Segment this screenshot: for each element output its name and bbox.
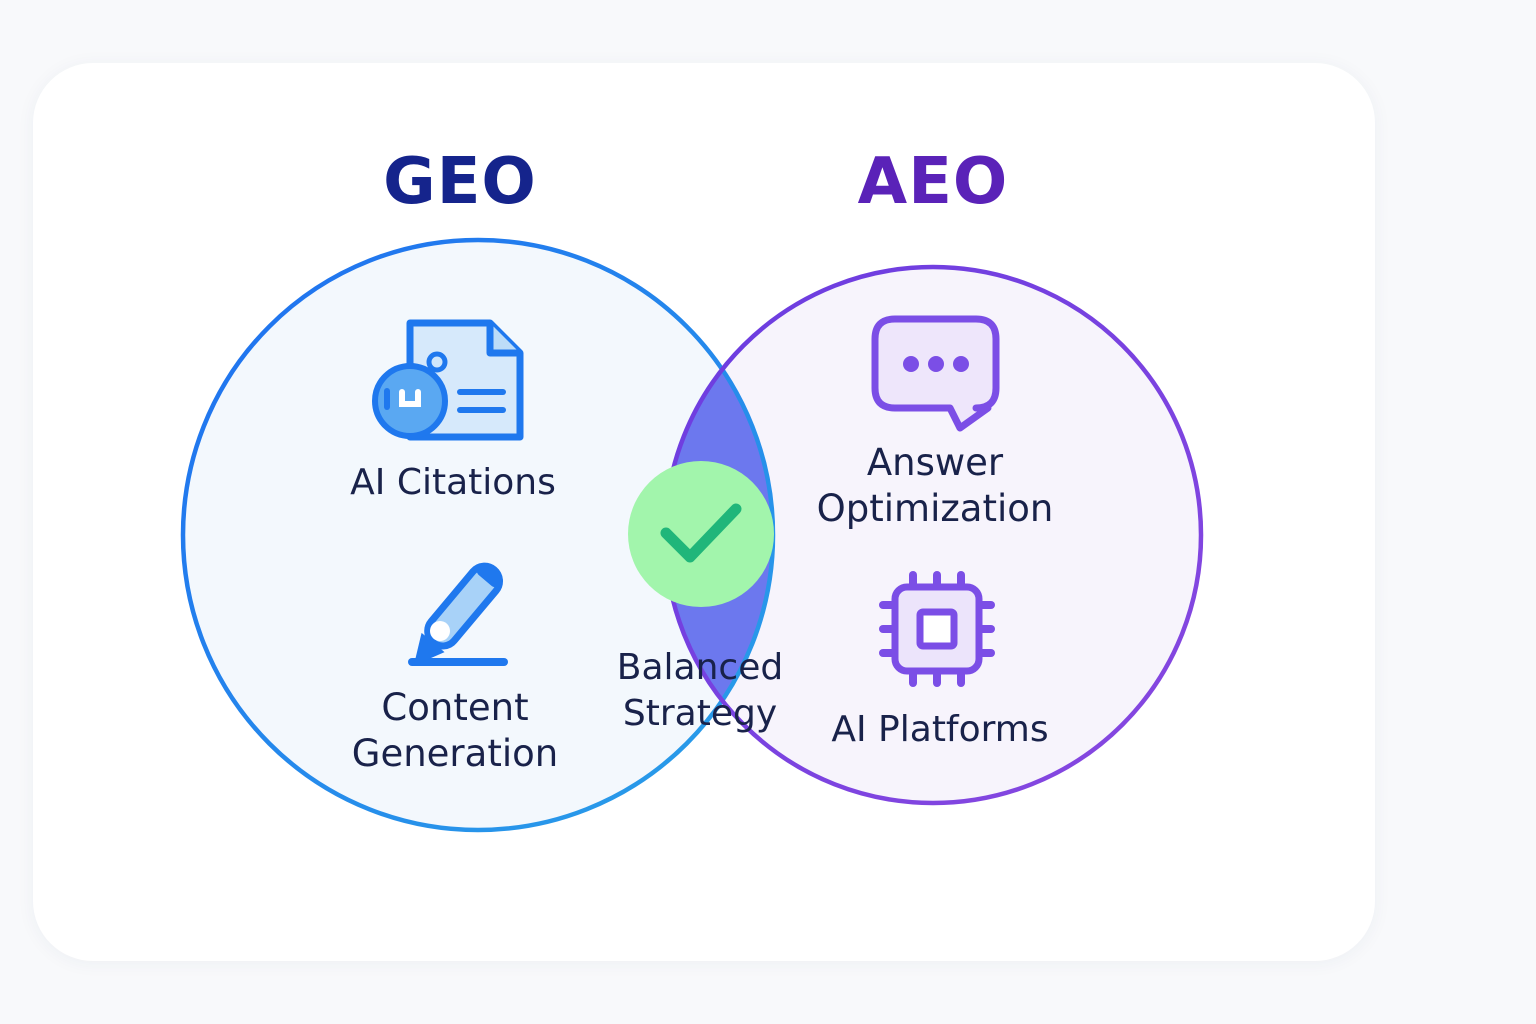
content-generation-label: Content Generation bbox=[351, 686, 559, 775]
chat-bubble-icon bbox=[871, 315, 1000, 432]
aeo-circle-fill bbox=[665, 267, 1201, 803]
chip-icon bbox=[879, 571, 995, 687]
document-robot-icon bbox=[372, 319, 524, 441]
balanced-strategy-label: Balanced Strategy bbox=[616, 647, 784, 734]
geo-title: GEO bbox=[383, 145, 537, 219]
aeo-title: AEO bbox=[857, 145, 1009, 219]
geo-circle-fill bbox=[183, 240, 773, 830]
checkmark-icon bbox=[628, 461, 774, 607]
ai-platforms-label: AI Platforms bbox=[831, 709, 1049, 750]
pencil-icon bbox=[408, 562, 508, 666]
answer-optimization-label: Answer Optimization bbox=[816, 441, 1054, 530]
ai-citations-label: AI Citations bbox=[350, 462, 556, 503]
